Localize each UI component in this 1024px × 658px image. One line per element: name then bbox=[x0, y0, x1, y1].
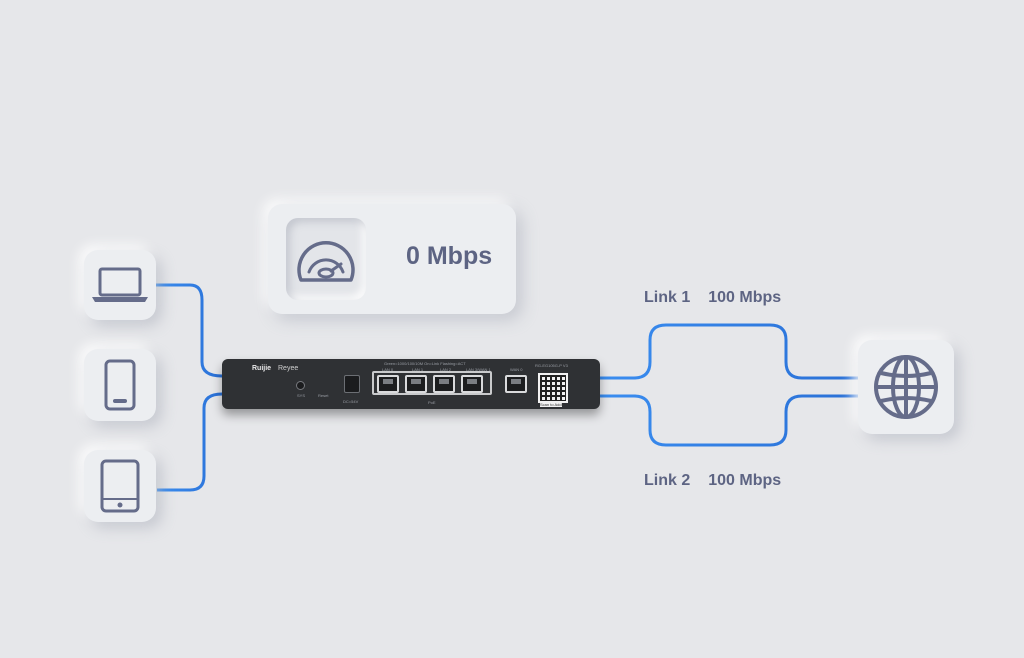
speed-card: 0 Mbps bbox=[268, 204, 516, 314]
link-1-name: Link 1 bbox=[644, 289, 691, 306]
phone-icon bbox=[104, 359, 136, 411]
speed-value: 0 Mbps bbox=[406, 242, 493, 270]
lan-3-label: LAN 3/WAN 1 bbox=[466, 367, 491, 372]
speedometer-icon bbox=[297, 241, 355, 282]
link-1-label: Link 1 100 Mbps bbox=[644, 289, 781, 307]
power-jack bbox=[344, 375, 360, 393]
lan-port-0 bbox=[377, 375, 399, 393]
dc-label: DC=54V bbox=[343, 399, 359, 404]
sys-led bbox=[296, 381, 305, 390]
laptop-icon bbox=[92, 267, 148, 302]
router-sub-brand: Reyee bbox=[278, 365, 299, 372]
phone-card bbox=[84, 349, 156, 421]
router-brand: Ruijie bbox=[252, 365, 272, 372]
wire-link-1 bbox=[600, 323, 858, 380]
sys-label: SYS bbox=[297, 393, 306, 398]
lan-port-1 bbox=[405, 375, 427, 393]
lan-port-3 bbox=[461, 375, 483, 393]
wire-link-2 bbox=[600, 394, 858, 447]
scan-label: Scan to Add bbox=[540, 402, 562, 407]
poe-label: PoE bbox=[428, 400, 436, 405]
wire-laptop bbox=[155, 283, 223, 378]
wan-0-label: WAN 0 bbox=[510, 367, 523, 372]
laptop-card bbox=[84, 250, 156, 320]
link-2-name: Link 2 bbox=[644, 472, 691, 489]
link-1-speed: 100 Mbps bbox=[708, 289, 782, 306]
link-2-label: Link 2 100 Mbps bbox=[644, 472, 781, 490]
reset-label: Reset bbox=[318, 393, 329, 398]
link-2-speed: 100 Mbps bbox=[708, 472, 782, 489]
gauge-well bbox=[286, 218, 366, 300]
internet-card bbox=[858, 340, 954, 434]
wan-port-0 bbox=[505, 375, 527, 393]
lan-1-label: LAN 1 bbox=[412, 367, 424, 372]
qr-code bbox=[538, 373, 568, 403]
globe-icon bbox=[874, 355, 938, 419]
tablet-card bbox=[84, 450, 156, 522]
tablet-icon bbox=[100, 459, 140, 513]
lan-0-label: LAN 0 bbox=[382, 367, 394, 372]
lan-2-label: LAN 2 bbox=[440, 367, 452, 372]
wire-tablet bbox=[157, 392, 223, 492]
lan-port-2 bbox=[433, 375, 455, 393]
lan-ports-frame bbox=[372, 371, 492, 395]
router-device: Ruijie Reyee SYS Reset DC=54V Green=1000… bbox=[222, 359, 600, 409]
model-label: RG-EG105G-P V3 bbox=[535, 363, 568, 368]
speed-legend: Green=1000/100/10M On=Link Flashing=ACT bbox=[384, 361, 466, 366]
